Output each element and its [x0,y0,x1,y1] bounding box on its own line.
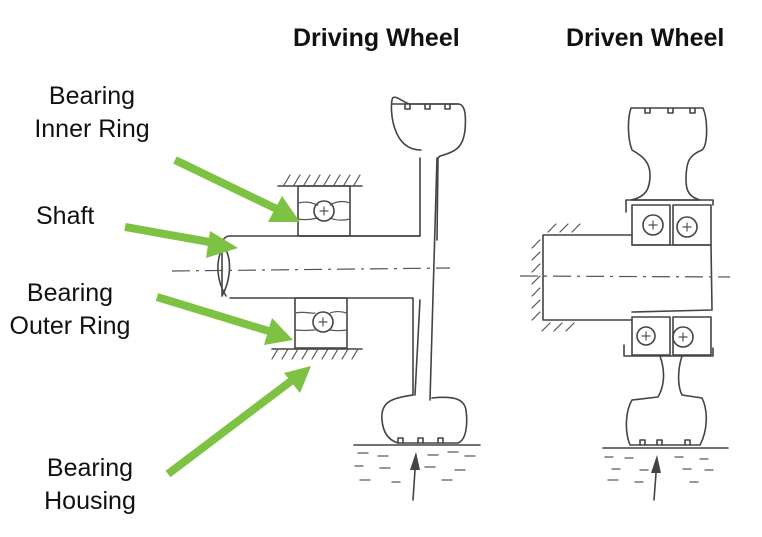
callout-arrows [124,156,311,478]
driven-bottom-bearing-left [631,316,671,356]
driven-top-ball-left [642,214,664,236]
arrow-housing [165,374,298,478]
label-bearing-outer-ring: Bearing Outer Ring [0,277,140,343]
arrow-inner-ring [173,156,287,217]
lower-bearing-block [294,297,348,349]
driven-axle [542,234,713,321]
driven-wheel-top-tire [627,107,708,201]
upper-bearing-race-lines [297,200,351,221]
driven-wheel-bottom-tire [625,355,708,446]
driven-top-bearing-right [672,204,712,246]
driving-centerline [171,267,451,272]
arrow-shaft-head [206,231,238,258]
driven-bottom-ball-centers [641,331,688,342]
driven-ground-hatch [604,456,714,483]
driven-top-ball-right [676,216,698,238]
driving-shaft-break [217,247,231,297]
driven-bottom-ball-right [672,326,694,348]
upper-bearing-housing-hatch [283,174,361,186]
driven-top-ball-centers [648,220,692,232]
label-line-2: Housing [44,487,136,515]
arrow-inner-ring-head [268,196,300,222]
driving-ground-hatch [354,451,476,483]
label-bearing-inner-ring: Bearing Inner Ring [22,80,162,146]
driven-centerline [519,275,731,278]
driven-reaction-arrowhead [651,455,661,473]
driven-wheel-title: Driven Wheel [566,24,725,52]
driving-shaft [221,235,414,396]
label-line-2: Inner Ring [34,115,150,143]
arrow-shaft [124,223,216,247]
driven-wheel-treads-bottom [639,439,691,446]
driving-wheel-top-tire [390,96,467,241]
lower-bearing-housing-hatch [271,348,359,360]
label-shaft: Shaft [36,202,95,230]
driven-hub-top [625,199,714,213]
upper-bearing-block [297,185,351,237]
label-line-1: Bearing [48,82,136,110]
driven-hub-bottom [623,344,714,357]
driving-wheel-disc [299,157,438,401]
label-bearing-housing: Bearing Housing [36,452,144,518]
driving-wheel-treads-bottom [397,437,444,444]
driven-wheel-treads-top [644,107,696,114]
driving-wheel-title: Driving Wheel [293,24,460,52]
driving-wheel-assembly [171,96,481,501]
driven-bottom-bearing-right [672,316,712,356]
driven-wheel-assembly [519,107,731,501]
upper-bearing-ball [313,200,335,222]
arrow-outer-ring-head [264,318,293,345]
driven-bottom-ball-left [636,326,656,346]
lower-bearing-ball-center [318,317,328,327]
driving-wheel-bottom-tire [381,394,468,444]
driven-axle-wall-hatch [531,223,581,332]
driving-wheel-treads-top [404,103,451,110]
label-line-1: Bearing [26,279,114,307]
lower-bearing-ball [312,311,334,333]
driving-reaction-arrowhead [410,452,420,470]
lower-bearing-race-lines [294,310,348,332]
label-line-2: Outer Ring [9,312,131,340]
label-line-1: Bearing [46,454,134,482]
upper-bearing-ball-center [319,206,329,216]
arrow-outer-ring [155,293,277,337]
arrow-housing-head [284,366,311,393]
